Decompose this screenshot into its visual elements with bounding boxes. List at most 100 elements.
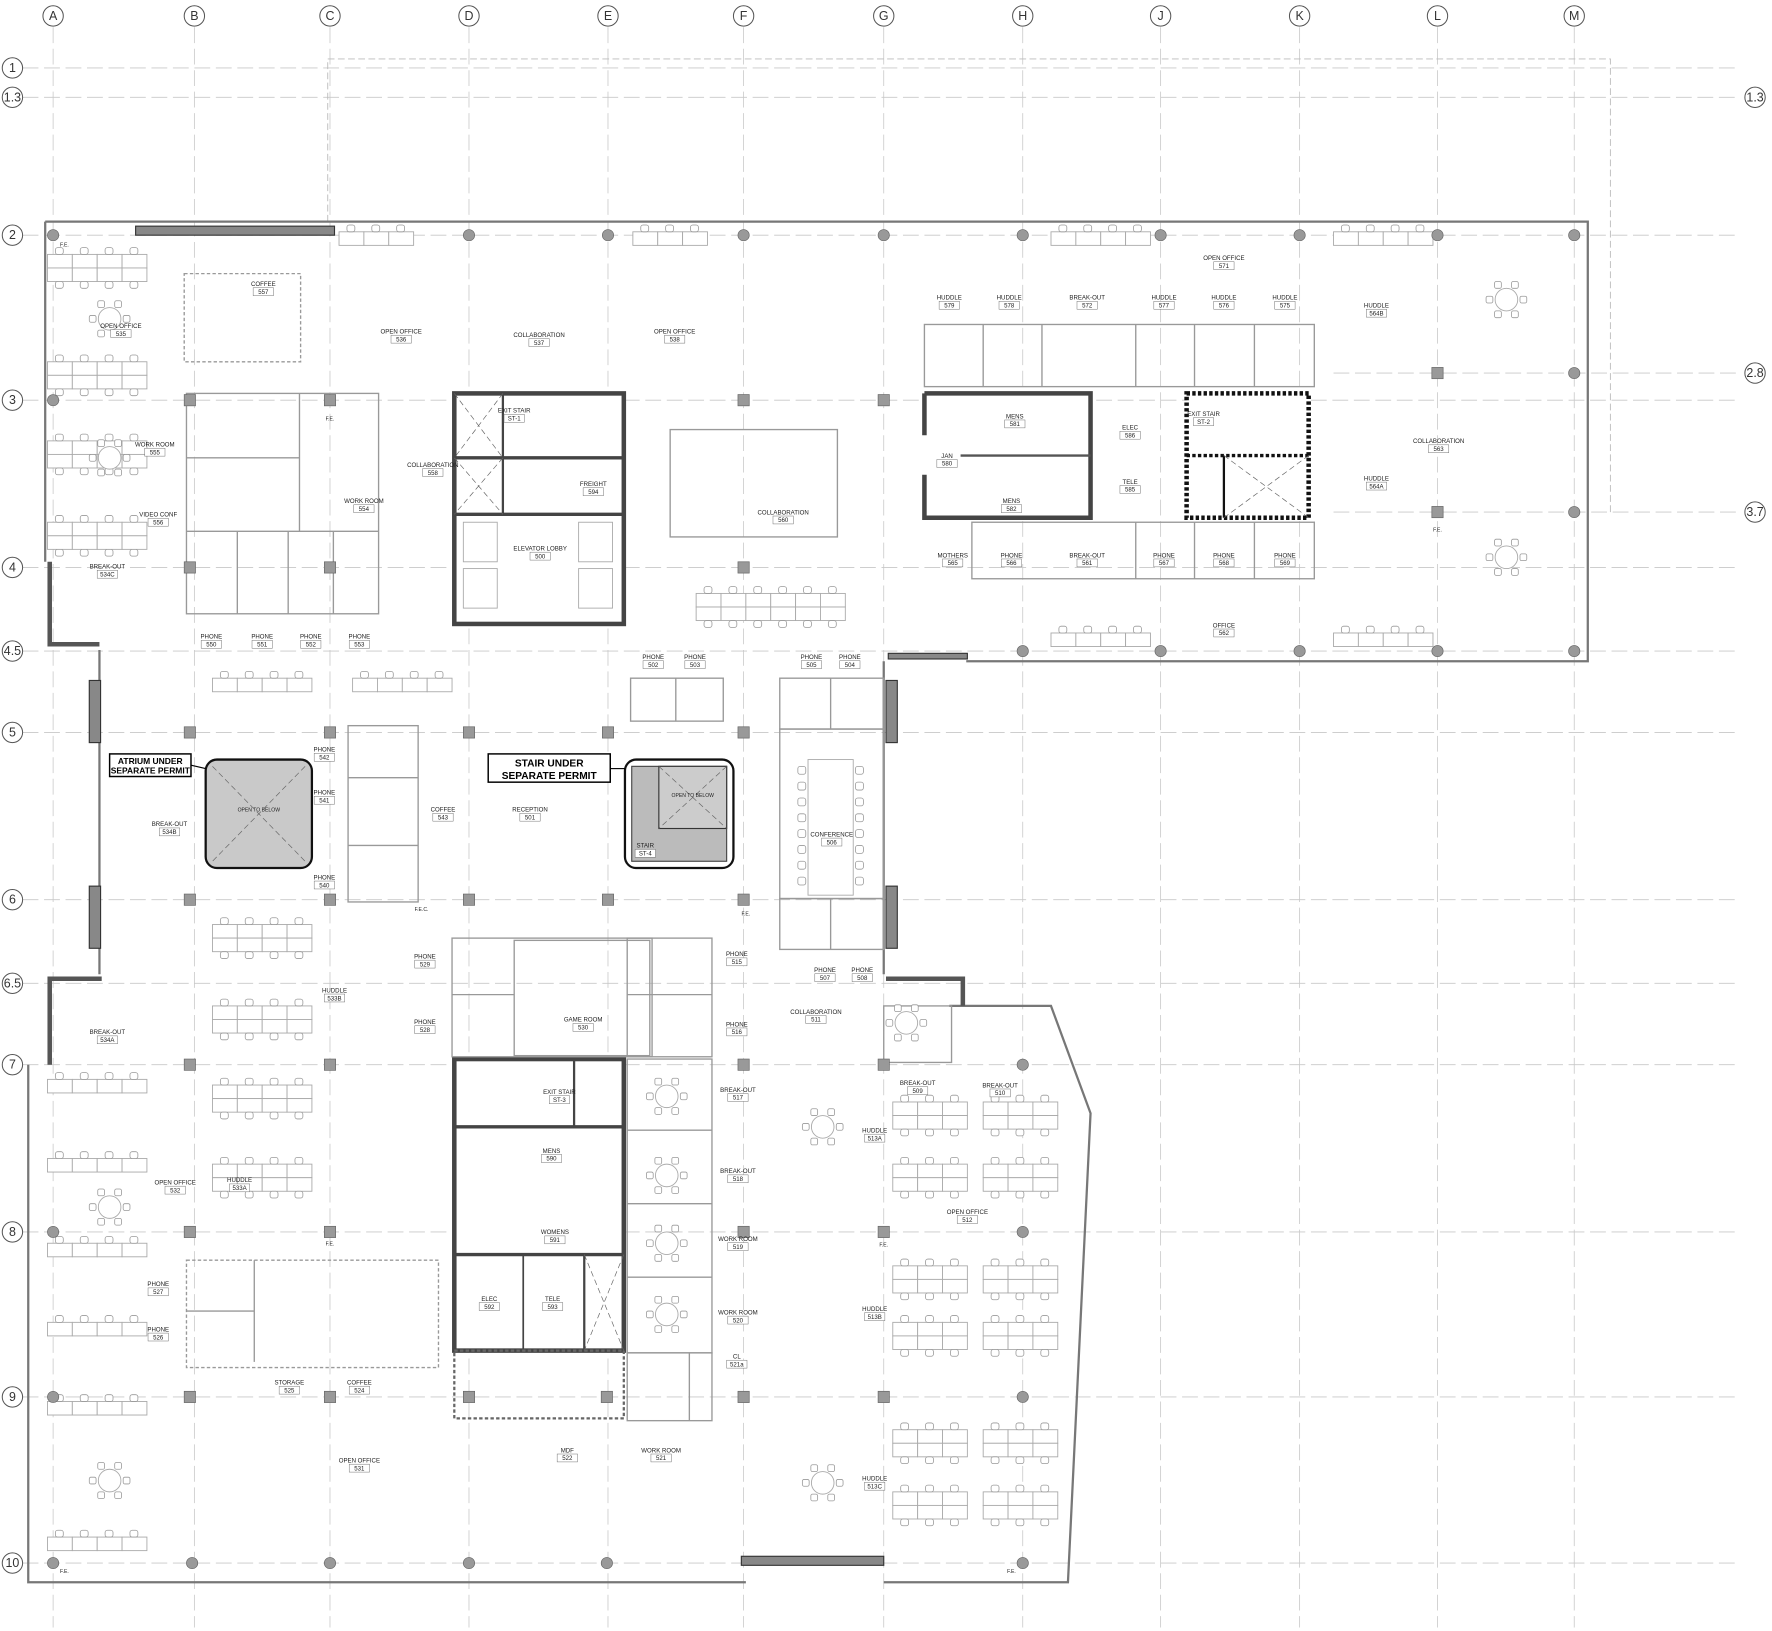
grid-bubble-5: 5 [1,721,24,744]
workstation-cluster [47,1394,148,1416]
room-name: HUDDLE [227,1177,252,1184]
room-name: ELEVATOR LOBBY [513,545,567,552]
room-name: OPEN OFFICE [1203,255,1244,262]
workstation-cluster [982,1422,1059,1465]
workstation-cluster [47,1072,148,1094]
column [602,229,614,242]
svg-text:L: L [1434,9,1441,23]
room-number: 538 [670,336,681,343]
column [737,561,750,574]
room-number: 507 [820,975,831,982]
room-number: 558 [428,470,439,477]
column [47,1390,60,1403]
room-number: 585 [1125,487,1136,494]
furniture [47,224,1528,1552]
room-number: 590 [546,1156,557,1163]
room-name: PHONE [414,953,436,960]
room-number: 569 [1280,560,1291,567]
room-name: MOTHERS [937,552,967,559]
room-number: 593 [548,1304,559,1311]
svg-text:10: 10 [6,1556,20,1570]
room-name: HUDDLE [1151,295,1176,302]
column [602,893,614,906]
room-name: FREIGHT [580,481,607,488]
column [47,229,60,242]
room-name: COLLABORATION [513,332,564,339]
column [737,394,750,407]
room-number: 505 [806,662,817,669]
grid-bubble-1: 1 [1,57,24,79]
workstation-cluster [892,1258,968,1301]
room-number: 572 [1082,303,1093,310]
room-name: PHONE [200,634,222,641]
grid-bubble-D: D [458,5,480,27]
room-number: 576 [1219,303,1230,310]
room-name: PHONE [726,1021,748,1028]
room-name: OFFICE [1213,622,1235,629]
workstation-cluster [1050,224,1151,246]
room-number: 550 [206,642,217,649]
room-name: MDF [561,1447,574,1454]
room-name: WOMENS [541,1229,569,1236]
room-name: COFFEE [431,807,456,814]
stair-permit-note: STAIR UNDER SEPARATE PERMIT [487,753,625,783]
fire-extinguisher-label: F.E. [326,1242,335,1248]
room-number: 512 [962,1217,973,1224]
grid-bubble-A: A [42,5,64,27]
svg-text:B: B [190,9,198,23]
column [324,394,336,407]
column [1568,645,1581,658]
room-number: 568 [1219,560,1230,567]
column [1293,229,1306,242]
svg-text:4.5: 4.5 [4,644,21,658]
room-number: 563 [1434,446,1445,453]
room-name: HUDDLE [862,1127,887,1134]
room-name: BREAK-OUT [720,1168,756,1175]
workstation-cluster [982,1315,1059,1357]
grid-bubble-C: C [319,5,341,27]
column [324,726,336,739]
room-number: 562 [1219,630,1230,637]
room-number: 592 [484,1304,495,1311]
room-name: OPEN OFFICE [947,1209,988,1216]
room-number: 591 [550,1237,561,1244]
room-name: EXIT STAIR [1187,411,1220,418]
grid-bubble-L: L [1426,5,1449,27]
room-number: 586 [1125,432,1136,439]
workstation-cluster [47,433,148,476]
column [1568,506,1581,519]
atrium-opening [204,758,314,870]
column [1431,645,1444,658]
room-number: 524 [354,1387,365,1394]
round-table [88,439,131,477]
room-number: 561 [1082,560,1093,567]
round-table [88,1188,131,1226]
room-name: COLLABORATION [407,462,458,469]
grid-bubble-E: E [597,5,619,27]
room-number: 579 [944,303,955,310]
grid-bubble-8: 8 [1,1221,24,1243]
